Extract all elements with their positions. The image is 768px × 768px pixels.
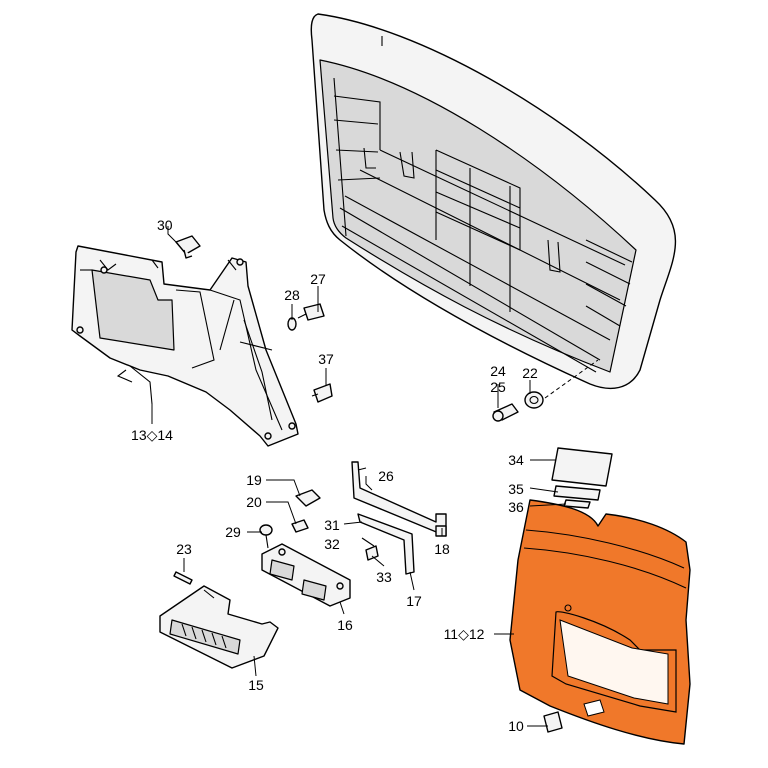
callout-32: 32 (324, 536, 340, 552)
callout-10: 10 (508, 718, 524, 734)
callout-33: 33 (376, 569, 392, 585)
callout-18: 18 (434, 541, 450, 557)
callout-34: 34 (508, 452, 524, 468)
callout-27: 27 (310, 271, 326, 287)
bracket-26 (351, 461, 447, 537)
callout-20: 20 (246, 494, 262, 510)
callout-31: 31 (324, 517, 340, 533)
clip-30 (175, 235, 201, 259)
pin-29 (259, 524, 273, 549)
clip-20 (291, 519, 309, 533)
frame-bracket (71, 245, 299, 447)
callout-35: 35 (508, 481, 524, 497)
pin-23 (173, 571, 193, 585)
callout-28: 28 (284, 287, 300, 303)
callout-15: 15 (248, 677, 264, 693)
bolt-25 (492, 403, 519, 422)
nut-22 (524, 391, 544, 409)
callout-26: 26 (378, 468, 394, 484)
bolt-37 (311, 383, 333, 403)
callout-16: 16 (337, 617, 353, 633)
callout-13-14: 13◇14 (131, 427, 173, 443)
screw-33 (365, 545, 379, 561)
clip-19 (295, 489, 321, 507)
callout-17: 17 (406, 593, 422, 609)
callout-36: 36 (508, 499, 524, 515)
corner-panel (509, 499, 691, 745)
callout-29: 29 (225, 524, 241, 540)
clip-10 (543, 711, 563, 733)
callout-23: 23 (176, 541, 192, 557)
bolt-27 (297, 303, 325, 321)
hinge-16 (261, 543, 351, 607)
leader-lines (151, 226, 567, 727)
bracket-17 (357, 513, 415, 575)
plate-34 (551, 447, 613, 487)
step-15 (159, 585, 279, 669)
plate-35 (553, 485, 601, 501)
front-grille (310, 13, 677, 399)
callout-25: 25 (490, 379, 506, 395)
callout-37: 37 (318, 351, 334, 367)
callout-11-12: 11◇12 (444, 626, 485, 642)
clip-18 (435, 525, 447, 537)
callout-22: 22 (522, 365, 538, 381)
callout-30: 30 (157, 217, 173, 233)
callout-19: 19 (246, 472, 262, 488)
callout-labels: 30 27 28 37 13◇14 24 25 22 34 35 36 19 2… (131, 217, 538, 734)
callout-24: 24 (490, 363, 506, 379)
